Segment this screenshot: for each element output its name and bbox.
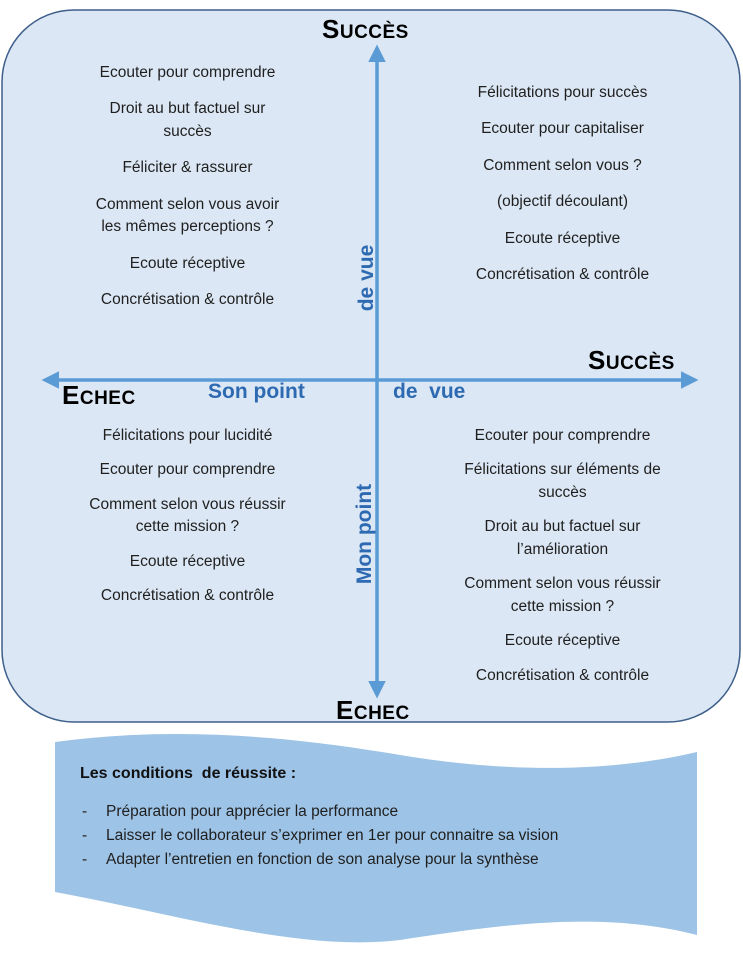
- quadrant-item-line: Ecouter pour comprendre: [99, 461, 276, 479]
- quadrant-item-line: Ecoute réceptive: [129, 552, 246, 570]
- quadrant-item-line: Ecoute réceptive: [504, 632, 621, 650]
- quadrant-item-line: Droit au but factuel sur: [109, 100, 266, 118]
- quadrant-item: Ecouter pour comprendre: [50, 459, 325, 481]
- quadrant-item-line: Féliciter & rassurer: [122, 159, 253, 177]
- quadrant-item-line: Droit au but factuel sur: [484, 518, 641, 536]
- quadrant-item-line: Comment selon vous réussir: [464, 575, 661, 593]
- quadrant-item-line: Comment selon vous avoir: [95, 195, 280, 213]
- quadrant-item: Comment selon vous ?: [420, 155, 705, 177]
- quadrant-item: Ecoute réceptive: [50, 551, 325, 573]
- quadrant-item: Droit au but factuel sur succès: [55, 98, 320, 143]
- quadrant-item: Comment selon vous réussir cette mission …: [420, 573, 705, 618]
- quadrant-item-line: cette mission ?: [510, 597, 615, 615]
- quadrant-item-line: Comment selon vous ?: [483, 156, 642, 174]
- quadrant-item: Félicitations pour succès: [420, 82, 705, 104]
- quadrant-item: Comment selon vous réussir cette mission …: [50, 494, 325, 539]
- banner-title: Les conditions de réussite :: [80, 765, 297, 782]
- quadrant-item: Ecouter pour comprendre: [420, 425, 705, 447]
- quadrant-item-line: succès: [538, 483, 587, 501]
- horizontal-axis-title-left: Son point: [208, 380, 305, 403]
- quadrant-item-line: Félicitations pour succès: [477, 84, 648, 101]
- quadrant-item-line: les mêmes perceptions ?: [101, 218, 274, 236]
- quadrant-item: Droit au but factuel sur l’amélioration: [420, 516, 705, 561]
- vertical-axis-title-upper: de vue: [355, 244, 378, 312]
- quadrant-item-line: Félicitations pour lucidité: [102, 427, 273, 444]
- quadrant-item: (objectif découlant): [420, 191, 705, 213]
- quadrant-item: Concrétisation & contrôle: [420, 264, 705, 286]
- quadrant-item-line: Ecoute réceptive: [129, 254, 246, 272]
- quadrant-item: Féliciter & rassurer: [55, 157, 320, 179]
- axis-label-top: SUCCÈS: [322, 14, 409, 44]
- quadrant-item-line: Concrétisation & contrôle: [475, 666, 650, 684]
- vertical-axis-title-lower: Mon point: [353, 483, 376, 585]
- quadrant-item-line: Ecouter pour capitaliser: [481, 120, 644, 138]
- quadrant-item-line: l’amélioration: [516, 540, 609, 558]
- quadrant-item-line: succès: [163, 122, 212, 140]
- quadrant-item-line: Ecouter pour comprendre: [474, 427, 651, 444]
- quadrant-item: Ecouter pour comprendre: [55, 62, 320, 84]
- axis-label-bottom: ECHEC: [336, 695, 410, 725]
- horizontal-axis-title-right: de vue: [393, 380, 466, 403]
- quadrant-item-line: (objectif découlant): [497, 193, 628, 211]
- quadrant-item-line: Concrétisation & contrôle: [100, 291, 275, 309]
- quadrant-item: Concrétisation & contrôle: [50, 585, 325, 607]
- banner-list-item: Adapter l’entretien en fonction de son a…: [80, 848, 558, 872]
- banner-list: Préparation pour apprécier la performanc…: [80, 800, 558, 872]
- axis-label-right: SUCCÈS: [588, 345, 675, 375]
- banner-list-item: Préparation pour apprécier la performanc…: [80, 800, 558, 824]
- quadrant-item-line: Félicitations sur éléments de: [464, 461, 661, 479]
- quadrant-item-line: cette mission ?: [135, 518, 240, 536]
- quadrant-item-line: Comment selon vous réussir: [89, 495, 286, 513]
- quadrant-item: Félicitations sur éléments de succès: [420, 459, 705, 504]
- quadrant-item-line: Concrétisation & contrôle: [100, 587, 275, 605]
- axis-label-left: ECHEC: [62, 380, 136, 410]
- quadrant-item: Félicitations pour lucidité: [50, 425, 325, 447]
- banner-list-item: Laisser le collaborateur s’exprimer en 1…: [80, 824, 558, 848]
- quadrant-item: Comment selon vous avoir les mêmes percep…: [55, 194, 320, 239]
- quadrant-item-line: Concrétisation & contrôle: [475, 266, 650, 284]
- quadrant-item: Ecoute réceptive: [55, 253, 320, 275]
- quadrant-item-line: Ecoute réceptive: [504, 229, 621, 247]
- quadrant-item: Concrétisation & contrôle: [55, 289, 320, 311]
- quadrant-item: Ecouter pour capitaliser: [420, 118, 705, 140]
- quadrant-item: Ecoute réceptive: [420, 228, 705, 250]
- quadrant-item: Concrétisation & contrôle: [420, 665, 705, 687]
- quadrant-item-line: Ecouter pour comprendre: [99, 64, 276, 81]
- quadrant-item: Ecoute réceptive: [420, 630, 705, 652]
